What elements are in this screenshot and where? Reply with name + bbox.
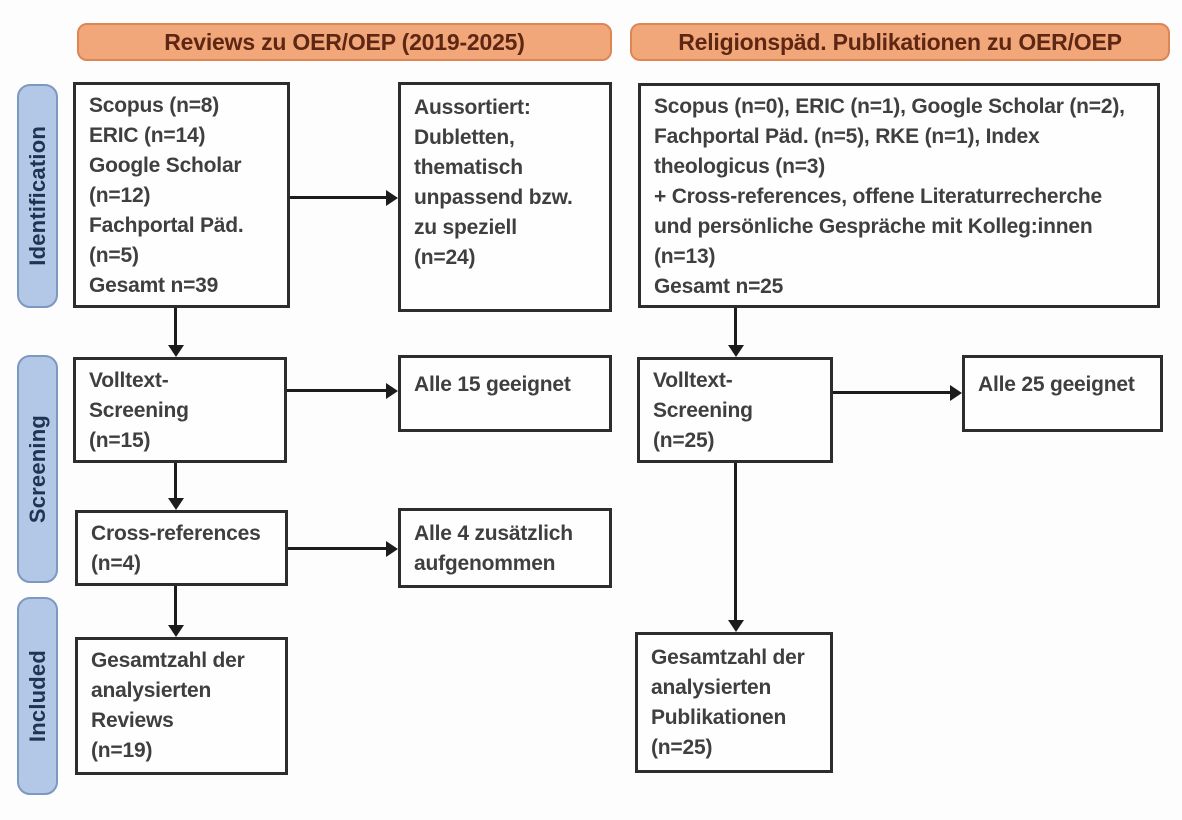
box-left-crossreferences: Cross-references (n=4) [75,510,288,586]
box-line: Google Scholar [89,154,242,177]
box-right-eligible: Alle 25 geeignet [962,355,1163,432]
arrow-left-fulltext-to-crossref [174,463,177,499]
box-line: Gesamtzahl der [91,649,245,672]
arrow-left-fulltext-to-eligible [287,389,387,392]
box-left-added: Alle 4 zusätzlich aufgenommen [398,508,612,588]
box-line: (n=4) [91,552,141,575]
box-line: + Cross-references, offene Literaturrech… [654,185,1102,208]
box-left-total: Gesamtzahl der analysierten Reviews (n=1… [75,637,288,775]
stage-identification-label: Identification [24,126,50,266]
box-line: Scopus (n=8) [89,94,220,117]
box-line: Volltext- [89,369,169,392]
box-line: thematisch [414,156,523,179]
box-line: (n=12) [89,184,151,207]
stage-screening: Screening [17,355,58,583]
box-line: Scopus (n=0), ERIC (n=1), Google Scholar… [654,95,1125,118]
box-right-fulltext-screening: Volltext- Screening (n=25) [637,357,833,463]
box-line: analysierten [91,679,212,702]
arrow-left-crossref-to-total [174,586,177,626]
box-line: analysierten [651,676,772,699]
column-header-reviews: Reviews zu OER/OEP (2019-2025) [77,23,612,61]
box-line: Dubletten, [414,126,515,149]
box-line: (n=13) [654,245,716,268]
arrow-right-sources-to-fulltext [734,308,737,346]
box-line: und persönliche Gespräche mit Kolleg:inn… [654,215,1093,238]
box-line: Gesamt n=25 [654,275,784,298]
stage-identification: Identification [17,84,58,308]
box-line: (n=25) [651,736,713,759]
box-line: (n=25) [653,429,715,452]
box-right-sources: Scopus (n=0), ERIC (n=1), Google Scholar… [638,83,1160,308]
box-left-excluded: Aussortiert: Dubletten, thematisch unpas… [398,82,612,312]
box-line: Cross-references [91,522,261,545]
box-left-sources: Scopus (n=8) ERIC (n=14) Google Scholar … [73,82,290,308]
box-line: zu speziell [414,216,517,239]
box-line: Alle 15 geeignet [414,373,571,396]
box-line: (n=19) [91,739,153,762]
box-line: ERIC (n=14) [89,124,206,147]
stage-included-label: Included [24,649,50,743]
box-line: aufgenommen [414,552,556,575]
box-line: Fachportal Päd. [89,214,244,237]
box-line: Alle 4 zusätzlich [414,522,573,545]
box-line: Aussortiert: [414,96,531,119]
box-line: Screening [653,399,753,422]
box-line: Publikationen [651,706,787,729]
box-line: theologicus (n=3) [654,155,826,178]
box-line: Reviews [91,709,174,732]
box-left-eligible: Alle 15 geeignet [398,355,612,432]
box-line: Volltext- [653,369,733,392]
column-header-religionspaed: Religionspäd. Publikationen zu OER/OEP [630,23,1170,61]
box-line: Fachportal Päd. (n=5), RKE (n=1), Index [654,125,1040,148]
box-line: Screening [89,399,189,422]
arrow-right-fulltext-to-eligible [833,391,951,394]
arrow-left-sources-to-excluded [290,196,387,199]
arrow-right-fulltext-to-total [734,463,737,621]
box-right-total: Gesamtzahl der analysierten Publikatione… [635,632,833,773]
box-line: (n=24) [414,246,476,269]
box-line: (n=5) [89,244,139,267]
stage-included: Included [17,597,58,795]
box-line: Gesamt n=39 [89,274,219,297]
box-line: Gesamtzahl der [651,646,805,669]
box-line: (n=15) [89,429,151,452]
box-line: unpassend bzw. [414,186,573,209]
box-left-fulltext-screening: Volltext- Screening (n=15) [73,357,287,463]
arrow-left-crossref-to-added [288,547,387,550]
arrow-left-sources-to-fulltext [174,308,177,346]
stage-screening-label: Screening [24,414,50,524]
box-line: Alle 25 geeignet [978,373,1135,396]
